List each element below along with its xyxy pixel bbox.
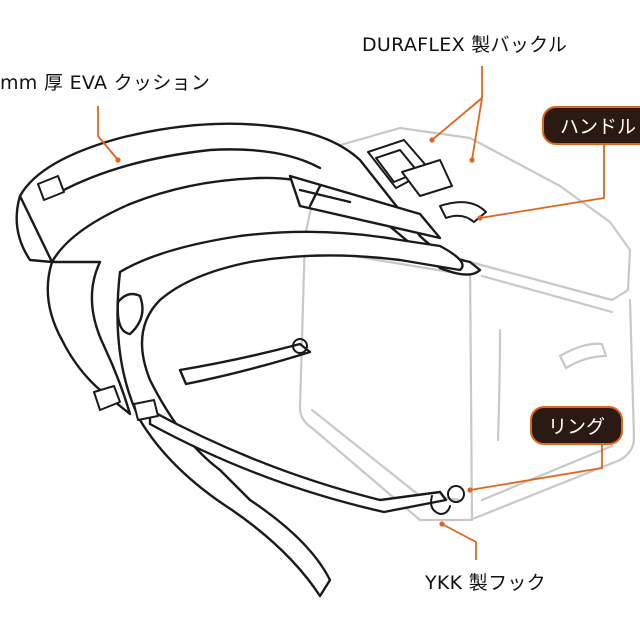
leader-ring: [469, 438, 603, 491]
label-duraflex-buckle: DURAFLEX 製バックル: [362, 34, 568, 56]
duraflex-buckle: [367, 139, 453, 197]
leader-hook: [441, 523, 477, 560]
leader-dots: [115, 137, 483, 527]
label-ykk-hook: YKK 製フック: [425, 572, 546, 594]
label-handle: ハンドル: [542, 106, 640, 145]
label-eva-cushion: mm 厚 EVA クッション: [0, 72, 211, 94]
leader-eva: [97, 106, 119, 161]
leader-handle: [479, 144, 605, 219]
leader-lines: [97, 66, 605, 560]
leader-buckle: [431, 66, 483, 161]
harness: [15, 122, 487, 598]
label-ring: リング: [530, 406, 624, 445]
